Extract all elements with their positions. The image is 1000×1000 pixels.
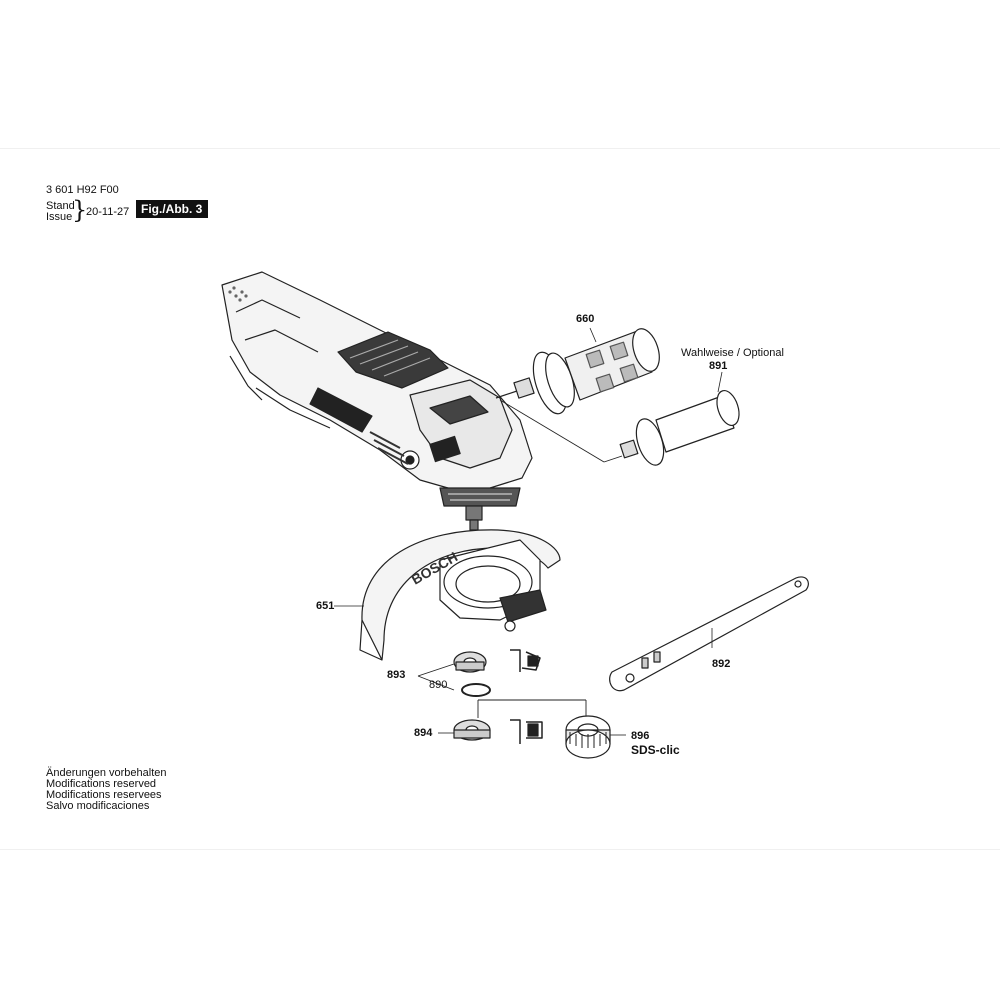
label-896: 896: [631, 730, 650, 742]
label-892: 892: [712, 658, 731, 670]
label-893: 893: [387, 669, 406, 681]
optional-handle-891: [499, 390, 740, 466]
disclaimer-notes: Änderungen vorbehalten Modifications res…: [46, 768, 166, 812]
note-fr: Modifications reservees: [46, 789, 162, 801]
figure-badge: Fig./Abb. 3: [136, 200, 209, 218]
angle-grinder: [221, 271, 533, 531]
part-number: 3 601 H92 F00: [46, 184, 119, 196]
label-651: 651: [316, 600, 335, 612]
quick-clamping-nut-896: [565, 715, 611, 759]
label-891: 891: [709, 360, 728, 372]
mounting-flange-893: [417, 649, 541, 697]
issue-date: 20-11-27: [86, 206, 130, 218]
brace-symbol: }: [72, 196, 88, 224]
leader-lines: [334, 327, 723, 736]
note-es: Salvo modificaciones: [46, 800, 150, 812]
clamping-nut-894: [453, 699, 587, 744]
spanner-892: [609, 576, 809, 692]
label-890: 890: [429, 679, 448, 691]
label-sds-clic: SDS-clic: [631, 743, 680, 757]
label-optional: Wahlweise / Optional: [681, 347, 784, 359]
guard-651: BOSCH: [359, 529, 561, 661]
note-en: Modifications reserved: [46, 778, 157, 790]
label-894: 894: [414, 727, 433, 739]
label-660: 660: [576, 313, 595, 325]
note-de: Änderungen vorbehalten: [46, 767, 167, 779]
stand-label: Stand: [46, 200, 75, 212]
drawing-sheet: [0, 148, 1000, 850]
auxiliary-handle-660: [495, 328, 660, 415]
issue-label: Issue: [46, 211, 73, 223]
